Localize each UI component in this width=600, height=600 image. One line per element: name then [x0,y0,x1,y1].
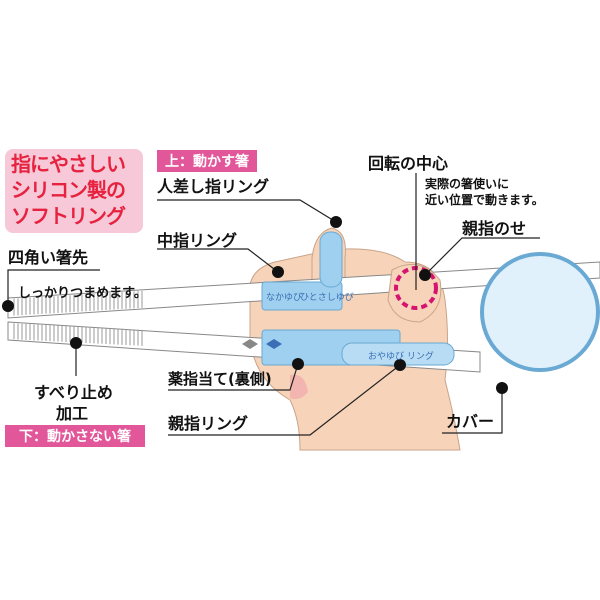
headline-line: ソフトリング [11,204,126,228]
middle-index-ring [261,281,343,311]
thumb-ring-label: 親指リング [168,414,249,433]
ring-finger-rest-label: 薬指当て(裏側) [168,370,272,388]
leader-lines [7,173,540,436]
anti-slip-label: 加工 [56,404,89,423]
index-ring-label: 人差し指リング [157,177,270,196]
leader-dots [2,216,508,394]
rotation-note: 近い位置で動きます。 [425,193,544,207]
upper-chopstick-tag: 上：動かす箸 [157,150,257,172]
middle-ring-print: なかゆび [266,293,303,303]
grey-diamond [242,339,258,349]
thumb-rest-label: 親指のせ [462,219,527,238]
rotation-center-label: 回転の中心 [368,154,449,173]
rotation-note: 実際の箸使いに [425,177,510,191]
square-tip-label: 四角い箸先 [8,248,89,267]
headline-box: 指にやさしい シリコン製の ソフトリング [5,149,143,233]
headline-line: シリコン製の [11,178,126,202]
cover-label: カバー [446,412,495,431]
cover [480,252,600,372]
square-tip-note: しっかりつまめます。 [18,286,147,301]
thumb-ring-print: おやゆび リング [368,352,434,362]
lower-chopstick-tag: 下：動かさない箸 [5,425,145,447]
anti-slip-ridges [13,290,143,346]
headline-line: 指にやさしい [11,152,126,176]
index-ring-loop [319,231,343,288]
blue-diamond [266,339,282,349]
index-ring-print: ひとさしゆび [300,293,354,303]
middle-ring-label: 中指リング [157,231,238,250]
anti-slip-label: すべり止め [34,383,113,402]
ring-finger-pad [290,374,308,400]
